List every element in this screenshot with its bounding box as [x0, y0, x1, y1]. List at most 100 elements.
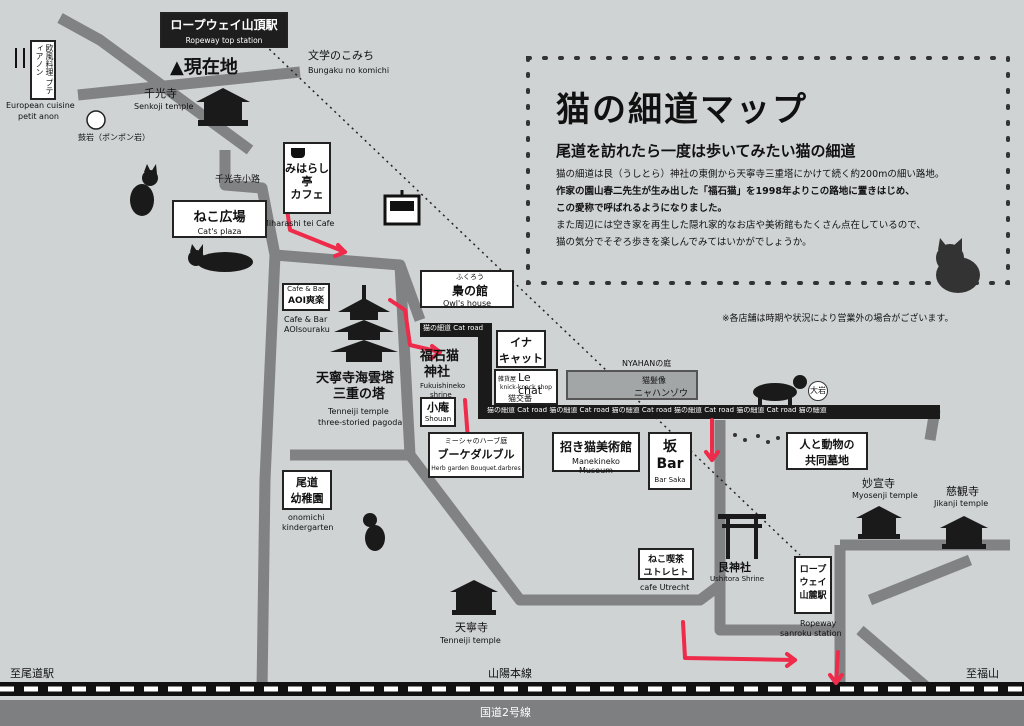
aoi-cafe-jp: AOI爽楽: [288, 296, 324, 306]
european-restaurant-en2: petit anon: [18, 112, 59, 121]
manekineko-museum-jp: 招き猫美術館: [559, 440, 632, 454]
gondola-icon: [383, 190, 421, 226]
lechat-shop-box: 雑貨屋 Le chat knick-knack shop 猫交番: [494, 369, 558, 405]
ropeway-sanroku-box: ロープ ウェイ 山麓駅: [794, 556, 832, 614]
ina-cat-jp1: イナ: [510, 336, 532, 349]
ropeway-sanroku-jp3: 山麓駅: [799, 591, 827, 601]
description-line-5: 猫の気分でそぞろ歩きを楽しんでみてはいかがでしょうか。: [556, 237, 812, 248]
tenneiji-pagoda-jp1: 天寧寺海雲塔: [316, 371, 395, 386]
cat-sitting-icon-2: [363, 513, 385, 551]
cat-walking-icon: [753, 375, 807, 407]
road-network: [57, 13, 1010, 695]
lechat-small: 雑貨屋: [498, 376, 517, 383]
nyahanzou-box: 猫髪像 ニャハンゾウ: [566, 370, 698, 400]
ushitora-shrine-jp: 艮神社: [718, 561, 751, 574]
bouquet-herb-garden-box: ミーシャのハーブ庭 ブーケダルブル Herb garden Bouquet.da…: [428, 432, 524, 478]
tenneiji-pagoda-jp2: 三重の塔: [333, 387, 386, 402]
cafe-utrecht-jp1: ねこ喫茶: [647, 555, 684, 565]
bar-saka-jp2: Bar: [656, 456, 684, 472]
senkoji-label-en: Senkoji temple: [134, 102, 194, 111]
lechat-jp: 猫交番: [508, 394, 532, 403]
manekineko-museum-box: 招き猫美術館 Manekineko Museum: [552, 432, 640, 475]
cat-sitting-icon-1: [130, 164, 158, 216]
description-line-4: また周辺には空き家を再生した隠れ家的なお店や美術館もたくさん点在しているので、: [556, 220, 926, 231]
description-line-1: 猫の細道は艮（うしとら）神社の東側から天寧寺三重塔にかけて続く約200mの細い路…: [556, 169, 945, 180]
cat-lying-icon: [188, 244, 253, 272]
cats-plaza-box: ねこ広場 Cat's plaza: [172, 200, 267, 238]
jikanji-temple-icon: [940, 516, 988, 549]
nyahanzou-jp1: 猫髪像: [642, 376, 666, 385]
route-2-label: 国道2号線: [480, 706, 531, 719]
aoi-cafe-en2: AOIsouraku: [284, 325, 330, 334]
myosenji-temple-icon: [856, 506, 902, 539]
to-fukuyama-label: 至福山: [966, 667, 999, 680]
lechat-name: Le chat: [518, 371, 543, 397]
owls-house-en: Owl's house: [442, 299, 492, 308]
bar-saka-jp1: 坂: [663, 439, 677, 455]
current-location-label: ▲現在地: [170, 57, 238, 78]
nyahanzou-jp2: ニャハンゾウ: [634, 389, 689, 399]
aoi-cafe-en1: Cafe & Bar: [284, 315, 328, 324]
railway: [0, 682, 1024, 696]
lechat-en: knick-knack shop: [500, 384, 552, 391]
bungaku-label-en: Bungaku no komichi: [308, 66, 390, 75]
map-title: 猫の細道マップ: [556, 90, 808, 130]
bouquet-jp: ブーケダルブル: [437, 448, 515, 461]
to-onomichi-label: 至尾道駅: [10, 667, 54, 680]
tenneiji-en: Tenneiji temple: [440, 636, 501, 645]
kindergarten-jp2: 幼稚園: [290, 492, 324, 505]
tenneiji-pagoda-en1: Tenneiji temple: [328, 407, 389, 416]
myosenji-jp: 妙宣寺: [862, 477, 895, 490]
map-subtitle: 尾道を訪れたら一度は歩いてみたい猫の細道: [556, 142, 856, 160]
animal-grave-box: 人と動物の 共同墓地: [786, 432, 868, 470]
jikanji-en: Jikanji temple: [934, 499, 989, 508]
ropeway-sanroku-en2: sanroku station: [780, 629, 842, 638]
european-restaurant-box: 欧風料理 プティアノン: [30, 40, 56, 100]
cats-plaza-en: Cat's plaza: [197, 227, 242, 236]
ropeway-sanroku-en1: Ropeway: [800, 619, 837, 628]
ropeway-top-station-box: ロープウェイ山頂駅 Ropeway top station: [160, 12, 288, 48]
owls-house-box: ふくろう 梟の館 Owl's house: [420, 270, 514, 308]
coffee-cup-icon: [291, 148, 305, 158]
ina-cat-jp2: キャット: [499, 352, 543, 365]
map-description: 猫の細道は艮（うしとら）神社の東側から天寧寺三重塔にかけて続く約200mの細い路…: [556, 166, 986, 251]
cafe-utrecht-box: ねこ喫茶 ユトレヒト: [638, 548, 694, 580]
animal-grave-jp2: 共同墓地: [805, 454, 849, 467]
tsuzumi-rock-label: 鼓岩（ポンポン岩）: [78, 133, 150, 142]
senkoji-path-label: 千光寺小路: [215, 175, 261, 185]
kindergarten-box: 尾道 幼稚園: [282, 470, 332, 510]
owls-house-jp: 梟の館: [452, 284, 489, 298]
ropeway-top-station-jp: ロープウェイ山頂駅: [162, 14, 286, 35]
aoi-cafe-box: Cafe & Bar AOI爽楽: [282, 283, 330, 311]
senkoji-temple-icon: [196, 88, 250, 126]
shouan-box: 小庵 Shouan: [420, 397, 456, 427]
cat-road-path: [420, 323, 940, 419]
ropeway-sanroku-jp2: ウェイ: [799, 578, 827, 588]
cat-silhouettes: [130, 164, 980, 551]
owls-house-ruby: ふくろう: [456, 273, 484, 281]
bouquet-jp-small: ミーシャのハーブ庭: [444, 437, 508, 445]
fukuishi-shrine-en1: Fukuishineko: [420, 382, 466, 390]
bungaku-label-jp: 文学のこみち: [308, 49, 374, 62]
torii-icon: [718, 514, 766, 559]
ropeway-sanroku-jp1: ロープ: [799, 565, 827, 575]
kindergarten-en2: kindergarten: [282, 523, 334, 532]
manekineko-museum-en: Manekineko Museum: [572, 457, 620, 475]
title-frame: [526, 56, 1010, 285]
cats-plaza-jp: ねこ広場: [193, 210, 246, 225]
kindergarten-jp1: 尾道: [296, 476, 318, 489]
aoi-cafe-small: Cafe & Bar: [287, 285, 325, 293]
european-restaurant-en1: European cuisine: [6, 101, 75, 110]
animal-grave-jp1: 人と動物の: [799, 438, 855, 451]
kindergarten-en1: onomichi: [288, 513, 325, 522]
sanyo-line-label: 山陽本線: [488, 667, 532, 680]
nyahan-garden-label: NYAHANの庭: [622, 359, 672, 368]
shouan-jp: 小庵: [427, 401, 449, 414]
ina-cat-box: イナ キャット: [496, 330, 546, 368]
myosenji-en: Myosenji temple: [852, 491, 918, 500]
tsuzumi-rock-icon: [86, 110, 106, 130]
shouan-en: Shouan: [424, 415, 452, 423]
restaurant-icon: [15, 48, 25, 68]
